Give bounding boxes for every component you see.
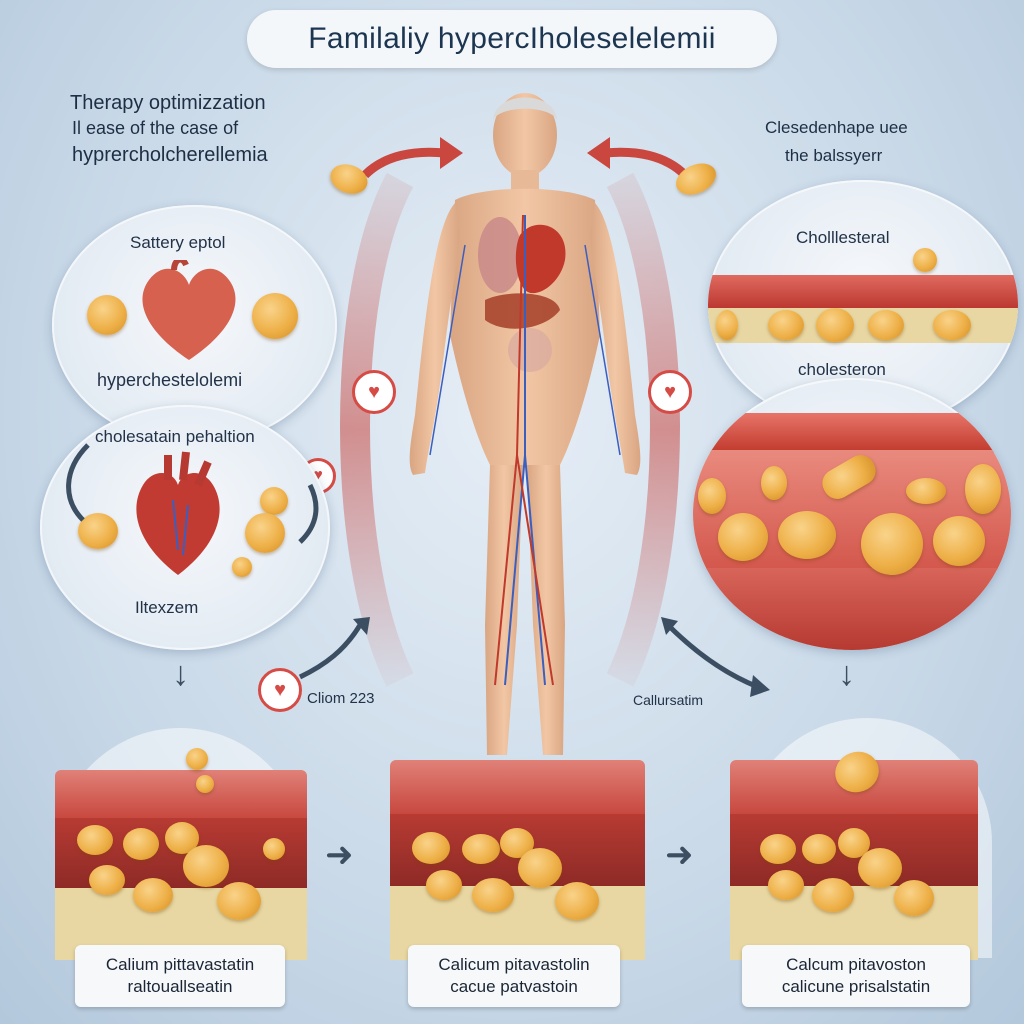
- page-title: Familaliy hypercIholeselelemii: [247, 10, 777, 68]
- arrow-icon: [361, 137, 463, 179]
- left-bottom-circle-label: cholesatain pehaltion: [95, 427, 255, 446]
- pill-icon: [761, 466, 787, 500]
- pill-icon: [217, 882, 261, 920]
- pill-icon: [196, 775, 214, 793]
- caption-box-2: Calicum pitavastolin cacue patvastoin: [408, 945, 620, 1007]
- left-bottom-circle-caption: Iltexzem: [135, 598, 199, 617]
- caption-box-3: Calcum pitavoston calicune prisalstatin: [742, 945, 970, 1007]
- pill-icon: [698, 478, 726, 514]
- arrow-icon: [661, 617, 770, 697]
- pill-icon: [933, 516, 985, 566]
- pill-icon: [965, 464, 1001, 514]
- artery-panel-1: [55, 770, 307, 960]
- pill-icon: [89, 865, 125, 895]
- caption-2-line-1: Calicum pitavastolin: [438, 955, 590, 974]
- intro-line-3: hyprercholcherellemia: [72, 144, 268, 166]
- pill-icon: [252, 293, 298, 339]
- arrow-icon: ➜: [325, 836, 354, 874]
- artery-wall: [390, 760, 645, 816]
- pill-icon: [913, 248, 937, 272]
- heart-icon: [136, 451, 220, 575]
- artery-wall: [693, 568, 1011, 650]
- pill-icon: [858, 848, 902, 888]
- heart-icon: ♥: [352, 370, 396, 414]
- pill-icon: [802, 834, 836, 864]
- pill-icon: [555, 882, 599, 920]
- pill-icon: [412, 832, 450, 864]
- pill-icon: [518, 848, 562, 888]
- pill-icon: [906, 478, 946, 504]
- arrow-icon: [587, 137, 689, 179]
- top-right-line-1: Clesedenhape uee: [765, 118, 908, 137]
- pill-icon: [232, 557, 252, 577]
- human-body-figure: [409, 93, 641, 755]
- intro-line-2: Il ease of the case of: [72, 118, 239, 138]
- pill-icon: [933, 310, 971, 340]
- caption-3-line-1: Calcum pitavoston: [786, 955, 926, 974]
- pill-icon: [78, 513, 118, 549]
- pill-icon: [718, 513, 768, 561]
- pill-icon: [861, 513, 923, 575]
- pill-icon: [260, 487, 288, 515]
- right-bottom-circle: [693, 378, 1011, 650]
- arrow-icon: ➜: [665, 836, 694, 874]
- caption-1-line-2: raltouallseatin: [127, 977, 233, 996]
- artery-wall: [55, 770, 307, 820]
- heart-icon: [142, 260, 236, 360]
- circulation-arc: [340, 172, 680, 687]
- arrow-icon: [298, 483, 319, 544]
- caption-box-1: Calium pittavastatin raltouallseatin: [75, 945, 285, 1007]
- pill-icon: [716, 310, 738, 340]
- artery-wall: [693, 413, 1011, 453]
- pill-icon: [245, 513, 285, 553]
- pill-icon: [816, 308, 854, 342]
- arrow-icon: [66, 443, 90, 522]
- pill-icon: [778, 511, 836, 559]
- heart-icon: ♥: [258, 668, 302, 712]
- left-top-circle-label: Sattery eptol: [130, 233, 226, 252]
- pill-icon: [263, 838, 285, 860]
- pill-icon: [812, 878, 854, 912]
- pill-icon: [183, 845, 229, 887]
- right-top-circle-label: Cholllesteral: [796, 228, 890, 247]
- top-right-line-2: the balssyerr: [785, 146, 883, 165]
- caption-3-line-2: calicune prisalstatin: [781, 977, 931, 996]
- artery-panel-2: [390, 760, 645, 960]
- left-top-circle-caption: hyperchestelolemi: [97, 370, 243, 390]
- pill-icon: [426, 870, 462, 900]
- right-top-circle-caption: cholesteron: [798, 360, 886, 379]
- plaque-layer: [708, 308, 1018, 343]
- caption-2-line-2: cacue patvastoin: [450, 977, 578, 996]
- arrow-icon: ↓: [838, 655, 855, 693]
- middle-label-left: Cliom 223: [307, 690, 375, 707]
- caption-1-line-1: Calium pittavastatin: [105, 955, 255, 974]
- intro-line-1: Therapy optimizzation: [70, 92, 266, 114]
- arrow-icon: ↓: [172, 655, 189, 693]
- middle-label-right: Callursatim: [633, 692, 704, 708]
- pill-icon: [472, 878, 514, 912]
- pill-icon: [87, 295, 127, 335]
- pill-icon: [77, 825, 113, 855]
- heart-icon: ♥: [648, 370, 692, 414]
- pill-icon: [868, 310, 904, 340]
- pill-icon: [133, 878, 173, 912]
- pill-icon: [894, 880, 934, 916]
- arrow-icon: [298, 617, 370, 680]
- pill-icon: [462, 834, 500, 864]
- artery-wall: [708, 275, 1018, 310]
- pill-icon: [768, 310, 804, 340]
- pill-icon: [186, 748, 208, 770]
- pill-icon: [768, 870, 804, 900]
- pill-icon: [123, 828, 159, 860]
- pill-icon: [760, 834, 796, 864]
